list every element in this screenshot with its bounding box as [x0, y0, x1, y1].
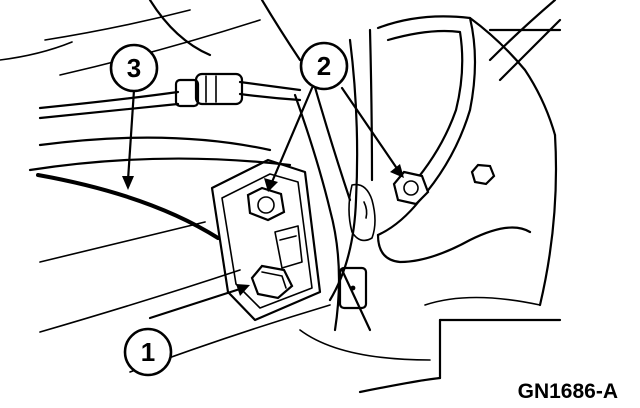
wire-connector [174, 72, 244, 108]
upper-body-panel-lines [0, 0, 302, 76]
body-edge-heavy-line [36, 173, 220, 240]
wire-harness [28, 80, 302, 172]
figure-id: GN1686-A [518, 380, 618, 403]
callout-2-label: 2 [317, 51, 331, 81]
callout-2: 2 [299, 41, 349, 91]
right-structure-lines [424, 0, 562, 380]
callout-3-label: 3 [127, 53, 141, 83]
panel-right-nut [392, 170, 430, 206]
callout-3: 3 [109, 43, 159, 93]
callout-1-label: 1 [141, 337, 155, 367]
bracket-lower-bolt [250, 264, 294, 300]
bracket-upper-nut [246, 186, 286, 222]
far-right-nut [470, 163, 496, 186]
callout-1: 1 [123, 327, 173, 377]
right-panel-opening [348, 15, 532, 264]
leader-arrows [122, 86, 404, 320]
panel-tab [338, 266, 368, 310]
